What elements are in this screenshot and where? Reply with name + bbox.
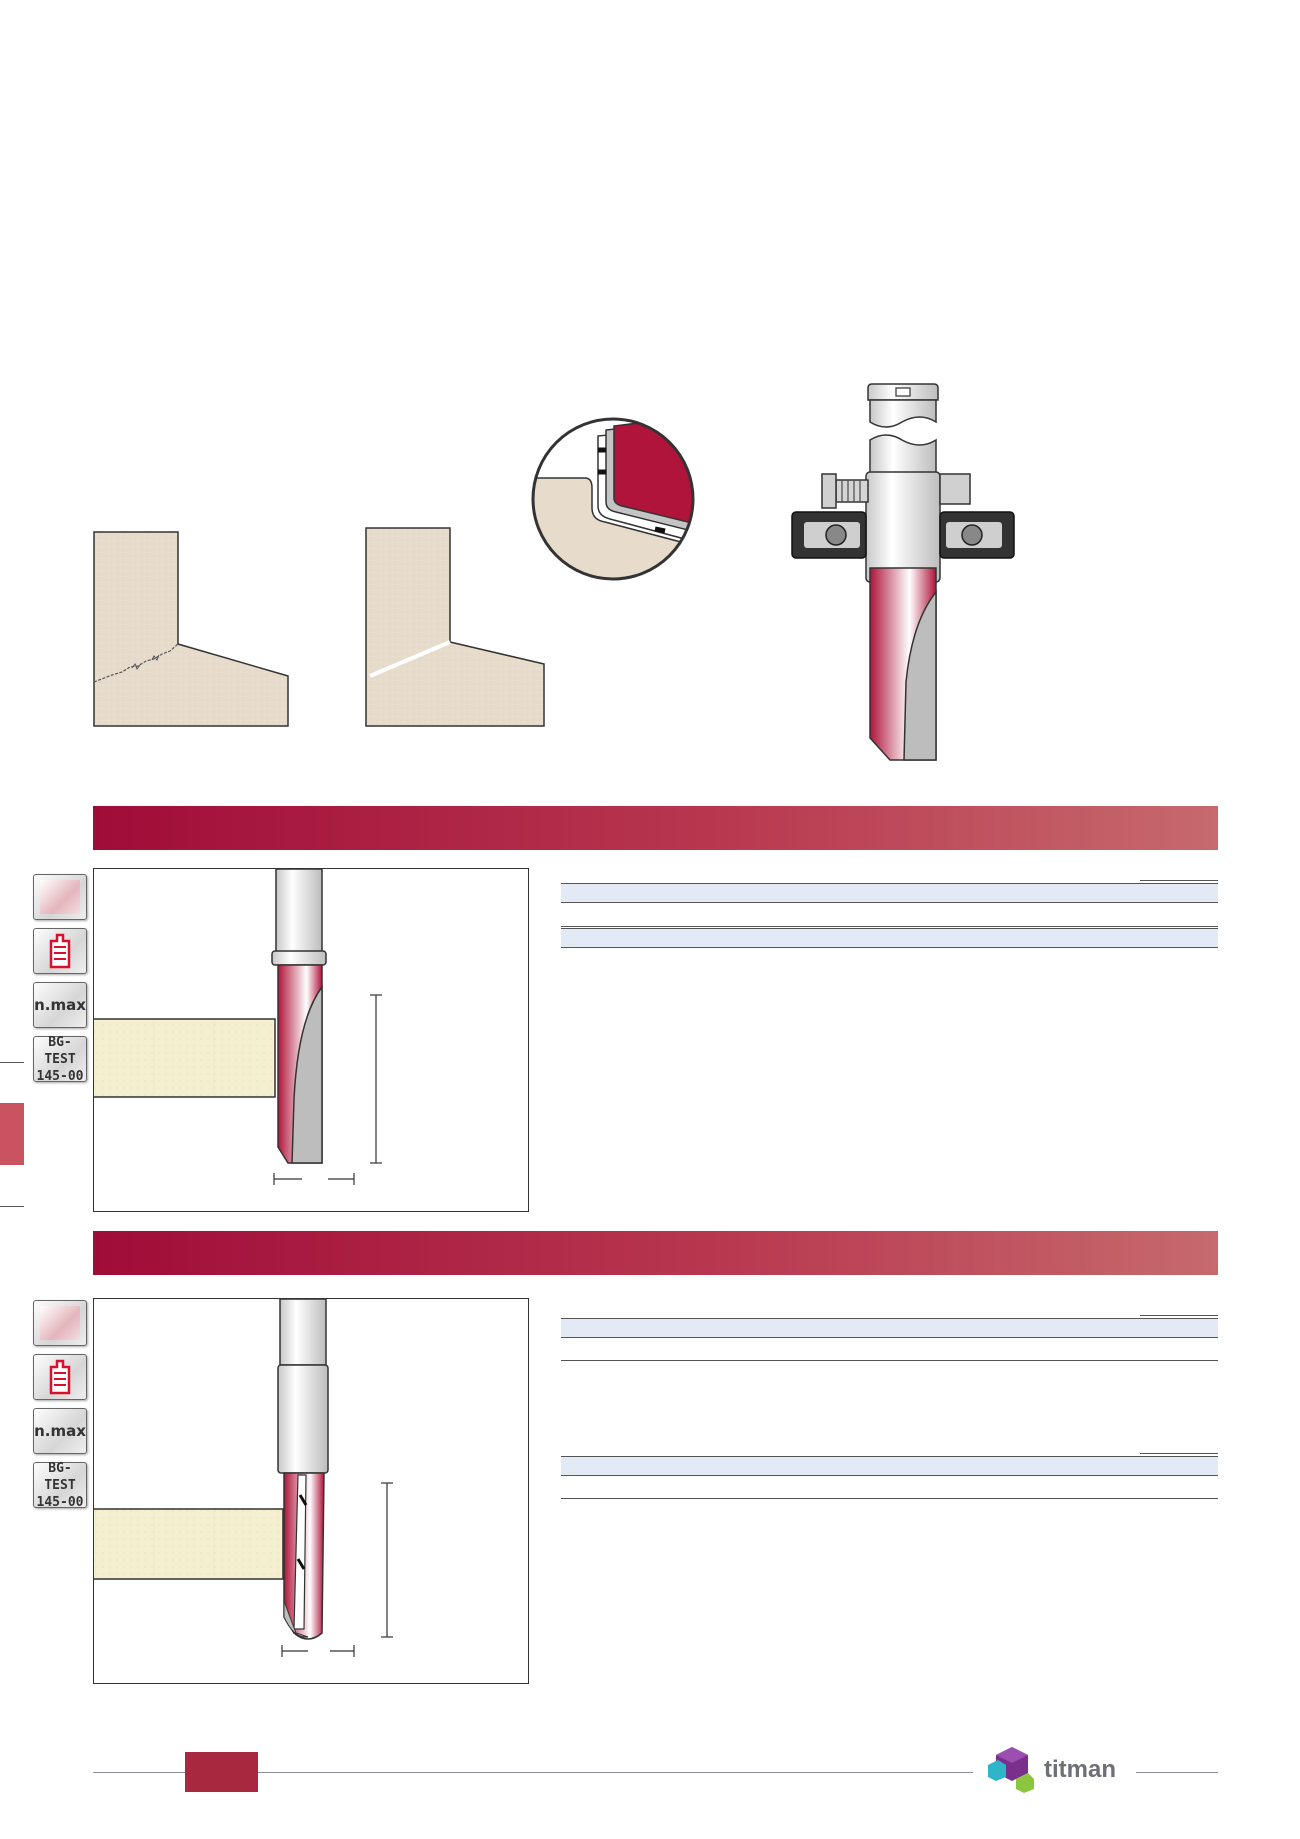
spiral-bit-diagram — [92, 1298, 393, 1657]
side-tick-mark — [0, 1206, 24, 1207]
bg-test-label: BG-TEST 145-00 — [36, 1034, 84, 1084]
glossy-square-icon — [40, 1306, 80, 1340]
bearing-router-bit-illustration — [791, 383, 1015, 761]
side-index-tab — [0, 1103, 24, 1165]
n-max-label: n.max — [34, 996, 86, 1014]
table-header-tab — [1140, 1453, 1218, 1454]
bg-test-badge: BG-TEST 145-00 — [33, 1460, 87, 1510]
table-row-line — [561, 926, 1218, 927]
straight-bit-diagram — [92, 868, 382, 1185]
side-tick-mark — [0, 1062, 24, 1063]
table-row-line — [561, 1360, 1218, 1361]
material-badge — [33, 1300, 87, 1346]
spiral-bit-diagram-panel — [92, 1298, 529, 1684]
edge-detail-magnifier — [531, 417, 695, 581]
page-number-tab — [185, 1752, 258, 1792]
table-header-row — [561, 883, 1218, 903]
table-header-row — [561, 1456, 1218, 1476]
bg-test-label: BG-TEST 145-00 — [36, 1460, 84, 1510]
section-2-banner — [93, 1231, 1218, 1275]
n-max-badge: n.max — [33, 1408, 87, 1454]
rough-joint-illustration — [93, 531, 289, 727]
table-header-tab — [1140, 880, 1218, 881]
footer-rule-left — [93, 1772, 973, 1773]
n-max-badge: n.max — [33, 982, 87, 1028]
titman-logo: titman — [986, 1744, 1126, 1796]
red-machine-icon — [49, 1359, 71, 1395]
table-header-row — [561, 928, 1218, 948]
brand-name: titman — [1044, 1756, 1116, 1783]
machine-badge — [33, 928, 87, 974]
footer-rule-right — [1136, 1772, 1218, 1773]
clean-joint-illustration — [365, 527, 545, 727]
glossy-square-icon — [40, 880, 80, 914]
straight-bit-diagram-panel — [92, 868, 529, 1212]
bg-test-badge: BG-TEST 145-00 — [33, 1034, 87, 1084]
material-badge — [33, 874, 87, 920]
machine-badge — [33, 1354, 87, 1400]
n-max-label: n.max — [34, 1422, 86, 1440]
section-1-banner — [93, 806, 1218, 850]
red-machine-icon — [49, 933, 71, 969]
cube-logo-icon — [988, 1747, 1034, 1793]
table-header-row — [561, 1318, 1218, 1338]
table-header-tab — [1140, 1315, 1218, 1316]
table-row-line — [561, 1498, 1218, 1499]
